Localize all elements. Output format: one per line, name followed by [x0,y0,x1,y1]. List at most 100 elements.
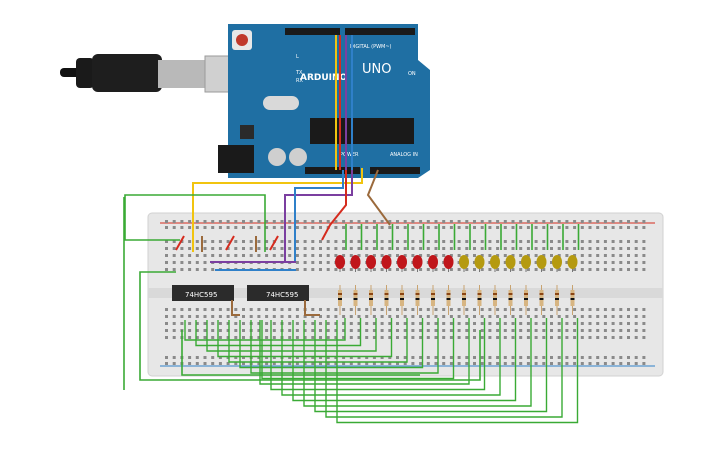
hole [311,322,315,325]
hole [403,336,407,339]
led[interactable] [490,255,500,269]
led[interactable] [536,255,547,269]
hole [295,322,299,325]
hole [342,240,346,243]
led[interactable] [350,255,361,269]
resistor-row [338,285,575,315]
hole [188,315,192,318]
arduino-uno-board[interactable]: ARDUINO UNO ON TX RX L DIGITAL (PWM~) PO… [218,24,430,178]
analog-label: ANALOG IN [390,152,418,158]
power-jack [218,145,254,173]
hole [226,308,230,311]
hole [419,336,423,339]
hole [534,315,538,318]
hole [265,329,269,332]
hole [234,322,238,325]
hole [473,308,476,311]
hole [611,315,615,318]
hole [172,268,176,271]
hole [473,240,476,243]
hole [519,240,523,243]
hole [372,254,376,257]
hole [550,315,553,318]
hole [203,356,207,359]
hole [218,329,222,332]
hole [611,308,615,311]
hole [249,240,253,243]
led[interactable] [366,255,376,269]
hole [434,220,438,223]
hole [195,336,199,339]
hole [172,315,176,318]
hole [319,226,322,229]
hole [211,220,215,223]
hole [211,356,215,359]
hole [642,308,646,311]
hole [319,336,322,339]
hole [449,356,453,359]
led[interactable] [397,255,407,269]
hole [257,362,261,365]
hole [603,220,607,223]
led[interactable] [567,255,578,269]
led-drive-wire [195,318,362,347]
hole [634,247,638,250]
hole [557,308,561,311]
hole [550,247,553,250]
led[interactable] [381,255,392,269]
hole [188,356,192,359]
hole [203,268,207,271]
led[interactable] [335,255,345,269]
hole [380,254,384,257]
hole [342,268,346,271]
hole [542,362,546,365]
hole [642,226,646,229]
hole [365,220,369,223]
led[interactable] [521,255,531,269]
shift-register-1[interactable]: 74HC595 [172,285,234,301]
hole [596,329,600,332]
hole [542,254,546,257]
hole [257,220,261,223]
hole [342,322,346,325]
hole [534,254,538,257]
led[interactable] [428,255,438,269]
hole [349,240,353,243]
led[interactable] [459,255,469,269]
hole [419,356,423,359]
hole [588,308,592,311]
hole [411,362,415,365]
hole [465,356,469,359]
led[interactable] [474,255,485,269]
hole [642,336,646,339]
led[interactable] [552,255,562,269]
hole [580,261,584,264]
hole [326,254,330,257]
led[interactable] [412,255,423,269]
led[interactable] [505,255,516,269]
hole [449,322,453,325]
hole [295,254,299,257]
hole [372,220,376,223]
hole [334,329,338,332]
hole [419,247,423,250]
hole [226,322,230,325]
hole [588,247,592,250]
hole [388,329,392,332]
hole [226,226,230,229]
hole [295,315,299,318]
led[interactable] [443,255,454,269]
hole [211,240,215,243]
hole [550,226,553,229]
resistor-band [338,298,342,300]
breadboard[interactable] [147,212,664,377]
hole [334,315,338,318]
resistor-band [369,298,373,300]
hole [388,336,392,339]
hole [396,315,399,318]
shift-register-2[interactable]: 74HC595 [247,285,309,301]
hole [242,315,245,318]
hole [442,247,446,250]
hole [442,329,446,332]
